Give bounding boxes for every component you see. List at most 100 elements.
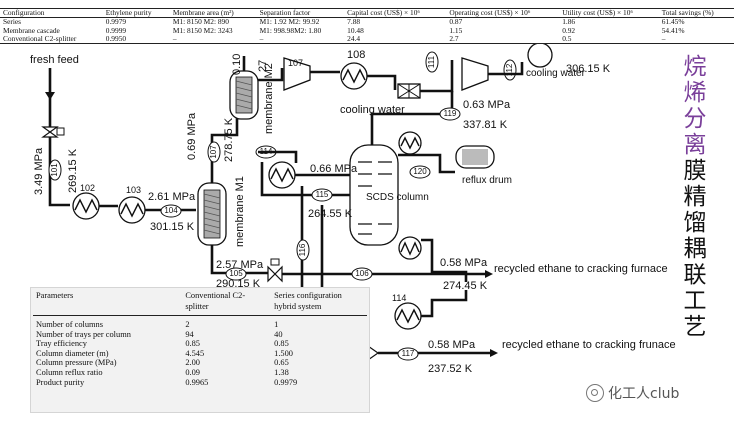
table-cell: 0.85 xyxy=(185,339,200,349)
cooling-water-2-label: cooling water xyxy=(526,68,586,79)
title-char: 分 xyxy=(683,106,707,132)
watermark-text: 化工人club xyxy=(608,386,680,402)
label-264-55-k: 264.55 K xyxy=(308,208,353,220)
label-301-15-k: 301.15 K xyxy=(150,221,195,233)
stream-tag-119 xyxy=(439,107,461,121)
col-header: Operating cost (US$) × 10⁶ xyxy=(449,8,531,17)
table-cell: M1: 998.98M2: 1.80 xyxy=(259,25,322,35)
label-274-45-k: 274.45 K xyxy=(443,280,488,292)
stream-tag-106 xyxy=(351,267,373,281)
valve-105-icon xyxy=(267,265,283,283)
svg-text:106: 106 xyxy=(355,269,369,278)
svg-text:111: 111 xyxy=(427,55,436,68)
svg-text:119: 119 xyxy=(444,109,457,118)
svg-text:117: 117 xyxy=(402,349,415,358)
table-cell: M1: 1.92 M2: 99.92 xyxy=(259,17,320,27)
membrane-m2-label: membrane M2 xyxy=(263,63,275,134)
stream-tag-116 xyxy=(296,239,310,261)
svg-text:112: 112 xyxy=(505,63,514,76)
table-cell: 0.92 xyxy=(562,25,576,35)
table-row: Column pressure (MPa) 2.00 0.65 xyxy=(33,358,367,368)
table-cell: 1 xyxy=(274,320,279,329)
label-0-63-mpa: 0.63 MPa xyxy=(463,99,511,111)
title-char: 烷 xyxy=(683,54,707,80)
table-cell: 0.5 xyxy=(562,33,572,43)
col-header: Ethylene purity xyxy=(105,8,152,17)
table-cell: 10.48 xyxy=(347,25,364,35)
configuration-comparison-table: Configuration Ethylene purity Membrane a… xyxy=(0,8,734,45)
label-0-10: 0.10 xyxy=(231,54,243,75)
col-header: Separation factor xyxy=(259,8,311,17)
table-cell: Series xyxy=(3,17,22,27)
title-char: 艺 xyxy=(683,314,707,340)
table-cell: Column reflux ratio xyxy=(36,367,103,377)
label-27: 27 xyxy=(257,60,269,72)
feed-pipe xyxy=(48,68,70,207)
watermark-logo-icon xyxy=(586,384,604,402)
table-cell: 0.9979 xyxy=(274,377,298,387)
scds-column-label: SCDS column xyxy=(366,192,429,203)
col-header: Total savings (%) xyxy=(661,8,714,17)
table-header-row: Parameters Conventional C2-splitter Seri… xyxy=(33,291,367,316)
table-cell: – xyxy=(661,33,666,43)
label-2-61-mpa: 2.61 MPa xyxy=(148,191,196,203)
table-cell: Product purity xyxy=(36,377,85,387)
parameters-panel: Parameters Conventional C2-splitter Seri… xyxy=(30,287,370,413)
table-cell: Column diameter (m) xyxy=(36,348,109,358)
label-337-81-k: 337.81 K xyxy=(463,119,508,131)
svg-text:115: 115 xyxy=(316,190,329,199)
table-cell: – xyxy=(259,33,264,43)
title-char: 精 xyxy=(683,184,707,210)
parameters-table: Parameters Conventional C2-splitter Seri… xyxy=(33,291,367,387)
table-cell: Column pressure (MPa) xyxy=(36,358,117,368)
table-cell: 0.09 xyxy=(185,367,200,377)
chinese-vertical-title: 烷 烯 分 离 膜 精 馏 耦 联 工 艺 xyxy=(681,54,709,340)
col-header: Parameters xyxy=(36,291,74,300)
label-2-57-mpa: 2.57 MPa xyxy=(216,259,264,271)
title-char: 馏 xyxy=(683,210,707,236)
title-char: 膜 xyxy=(683,158,707,184)
table-cell: 4.545 xyxy=(185,348,205,358)
stream-tag-111 xyxy=(425,51,439,73)
label-0-66-mpa: 0.66 MPa xyxy=(310,163,358,175)
table-cell: 2.00 xyxy=(185,358,200,368)
label-0-58-mpa-a: 0.58 MPa xyxy=(440,257,488,269)
table-cell: Number of columns xyxy=(36,320,103,329)
feed-valve-icon xyxy=(41,126,59,138)
table-header-row: Configuration Ethylene purity Membrane a… xyxy=(0,8,734,18)
label-108: 108 xyxy=(347,49,365,61)
svg-text:105: 105 xyxy=(229,269,243,278)
table-cell: 54.41% xyxy=(661,25,685,35)
table-cell: 0.85 xyxy=(274,339,289,349)
feed-arrow xyxy=(45,92,55,100)
table-cell: Conventional C2-splitter xyxy=(3,33,77,43)
col-header: Capital cost (US$) × 10⁶ xyxy=(347,8,421,17)
watermark: 化工人club xyxy=(586,383,679,403)
title-char: 离 xyxy=(683,132,707,158)
label-114-b: 114 xyxy=(392,293,406,303)
table-row: Tray efficiency 0.85 0.85 xyxy=(33,339,367,349)
table-cell: M1: 8150 M2: 3243 xyxy=(172,25,233,35)
table-row: Series 0.9979 M1: 8150 M2: 890 M1: 1.92 … xyxy=(0,18,734,27)
label-103: 103 xyxy=(126,185,141,195)
table-cell: 1.15 xyxy=(449,25,463,35)
table-cell: 61.45% xyxy=(661,17,685,27)
table-cell: 0.65 xyxy=(274,358,289,368)
label-278-75-k: 278.75 K xyxy=(223,117,235,162)
table-cell: 0.9965 xyxy=(185,377,209,387)
table-cell: Number of trays per column xyxy=(36,329,131,339)
stream-tag-101 xyxy=(48,159,62,181)
label-0-69-mpa: 0.69 MPa xyxy=(186,112,198,160)
col-header: Utility cost (US$) × 10⁶ xyxy=(562,8,633,17)
recycled-ethane-2-label: recycled ethane to cracking frunace xyxy=(502,339,676,351)
table-cell: Tray efficiency xyxy=(36,339,87,349)
table-cell: 0.87 xyxy=(449,17,463,27)
membrane-m1-label: membrane M1 xyxy=(234,176,246,247)
svg-text:120: 120 xyxy=(413,167,427,176)
label-107-b: 107 xyxy=(288,58,303,68)
